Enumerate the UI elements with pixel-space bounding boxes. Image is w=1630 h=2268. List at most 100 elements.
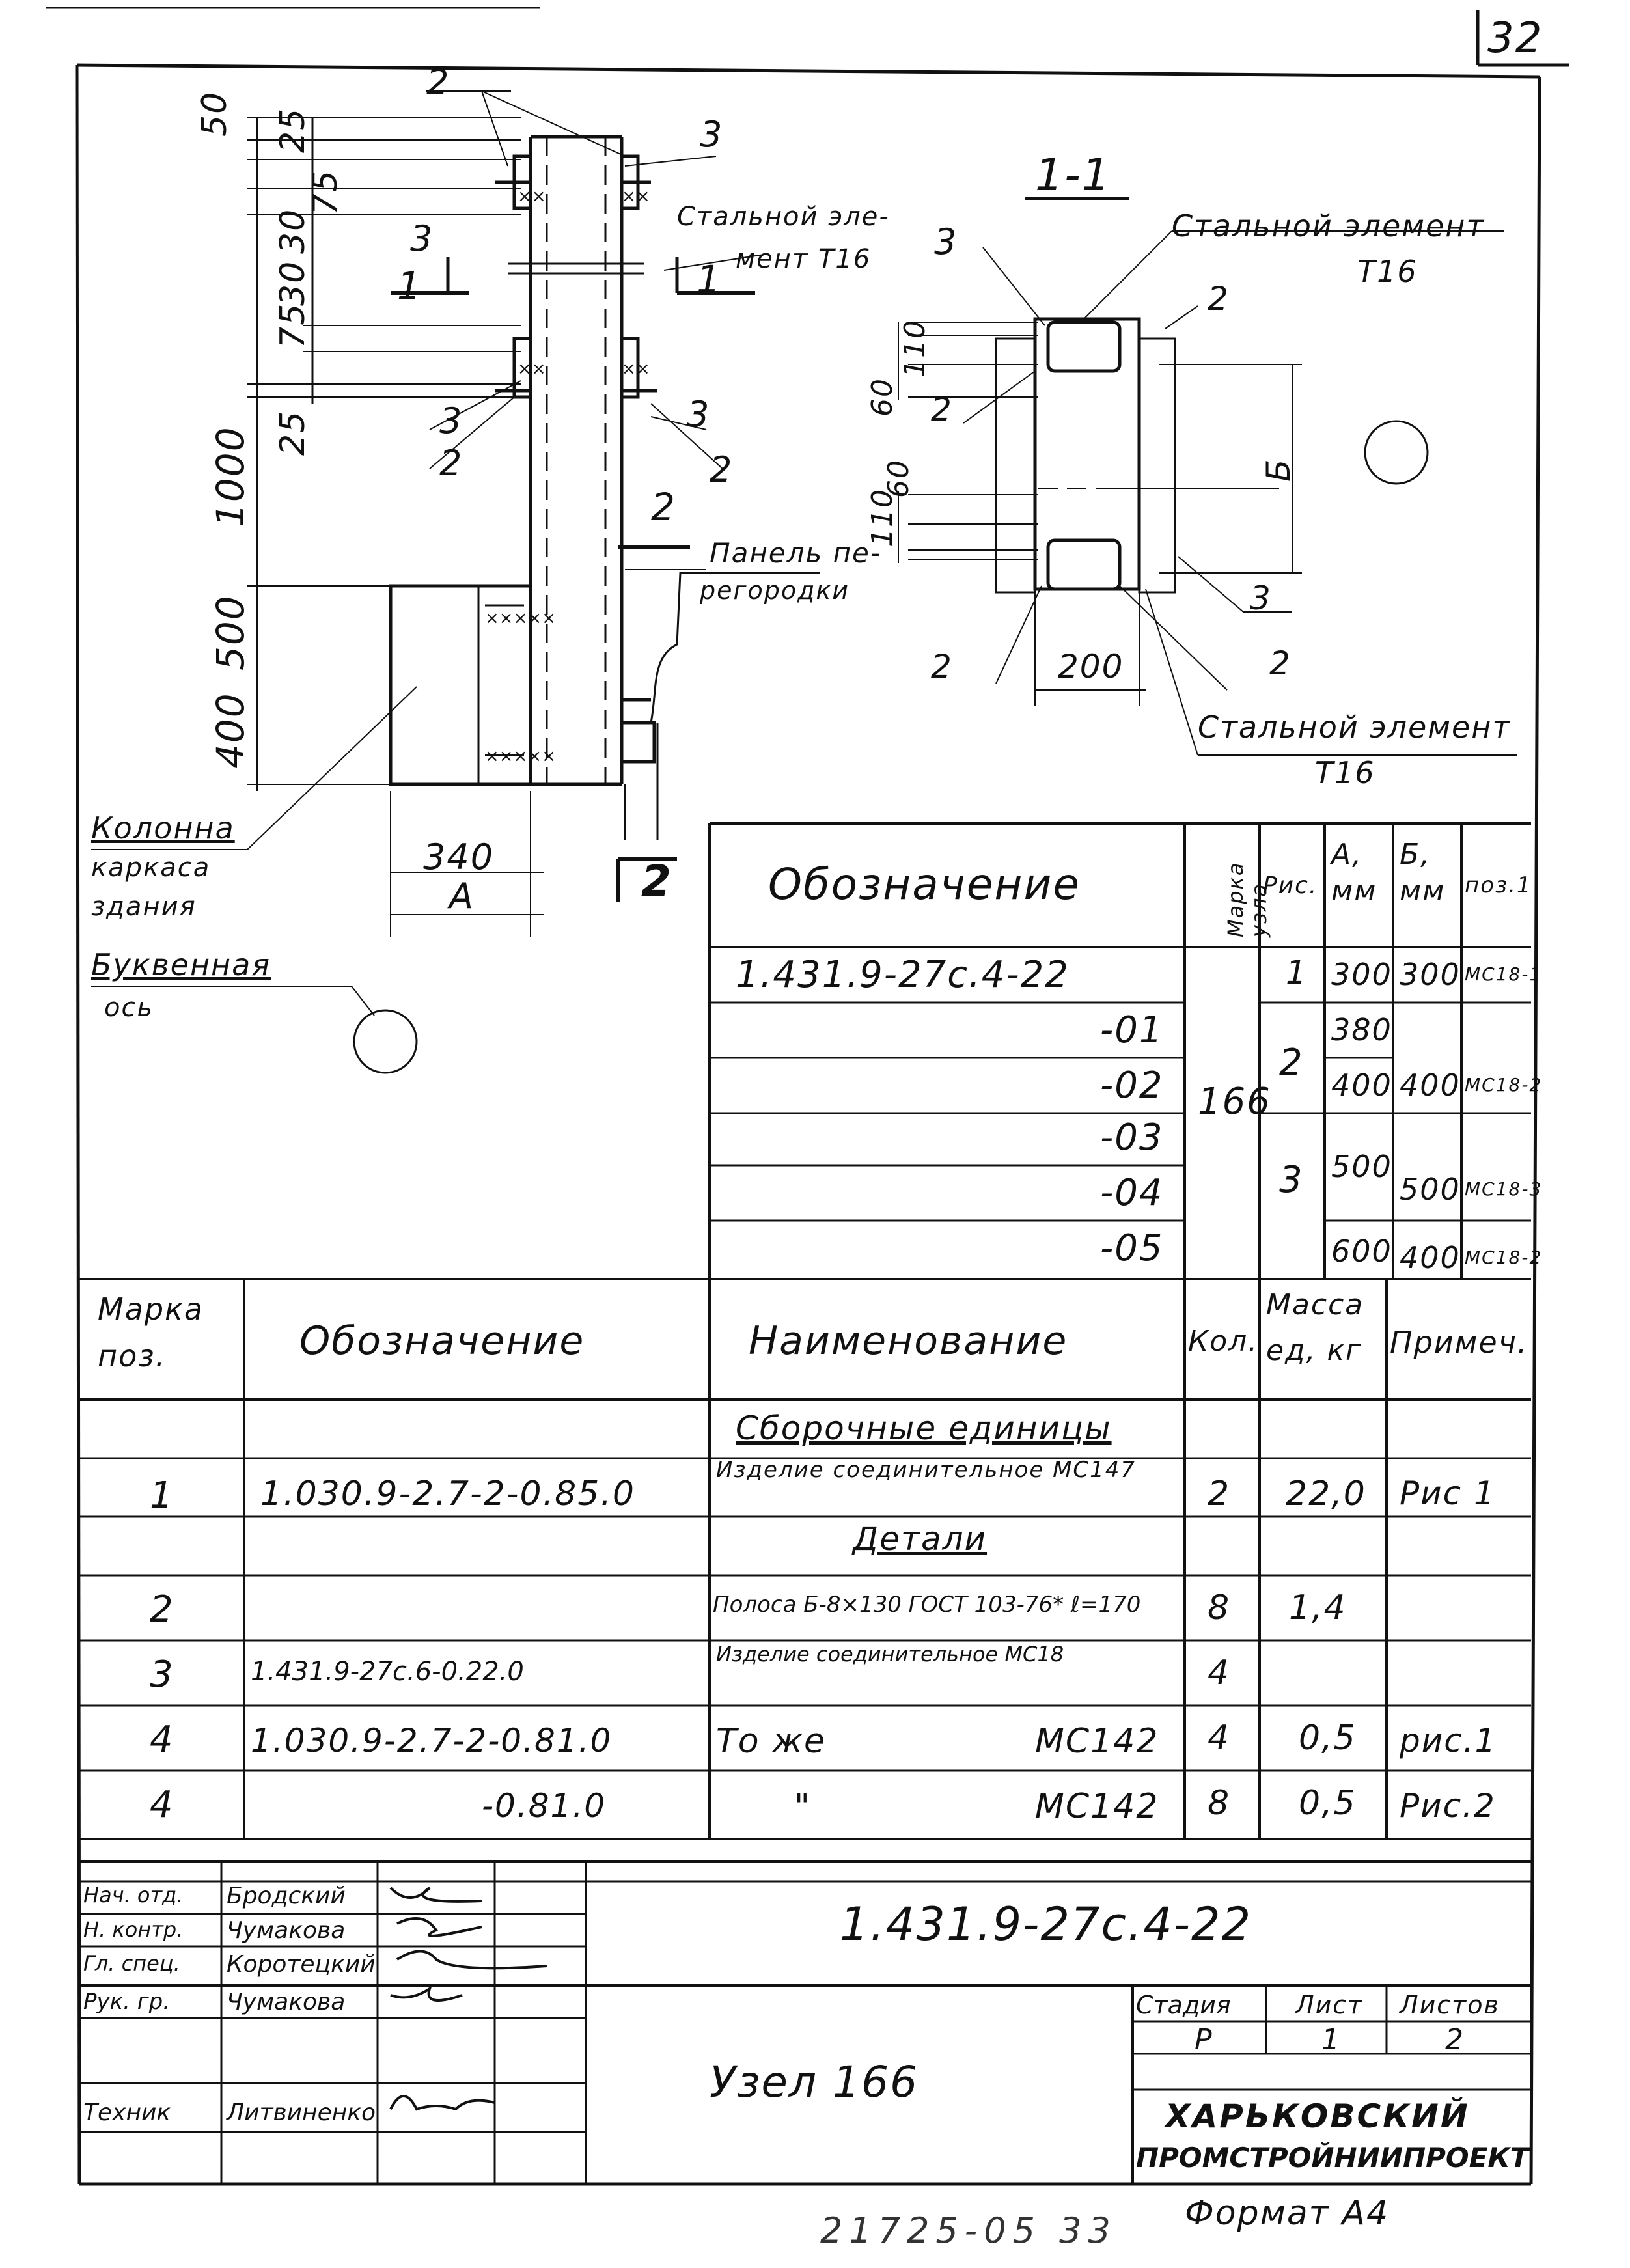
spec-section-assembly: Сборочные единицы [736,1409,1112,1447]
section-callout-2-left: 2 [931,391,953,428]
spec-row-0-qty: 2 [1208,1474,1231,1514]
person-5: Литвиненко [227,2099,376,2126]
spec-row-3-note: рис.1 [1400,1722,1497,1760]
axis-label-1: Буквенная [91,947,271,982]
section-callout-2-bottom: 2 [931,648,953,685]
role-2: Гл. спец. [83,1951,180,1976]
stage-label: Стадия [1136,1991,1231,2019]
variants-row-0-a: 300 [1331,957,1392,992]
role-3: Рук. гр. [83,1989,171,2015]
role-5: Техник [83,2099,171,2126]
variants-row-4-designation: -04 [1100,1172,1164,1214]
sheets-label: Листов [1400,1991,1500,2019]
variants-row-1-b: 400 [1400,1068,1461,1103]
svg-text:×××××: ××××× [485,609,556,628]
steel-element-label-bottom-2: Т16 [1315,755,1375,790]
section-dim-200: 200 [1058,648,1124,685]
spec-row-0-designation: 1.030.9-2.7-2-0.85.0 [260,1474,635,1514]
spec-row-4-name: " [794,1787,811,1826]
callout-3-section: 3 [934,221,958,262]
callout-3-mid-right: 3 [687,394,711,435]
spec-row-1-qty: 8 [1208,1588,1231,1627]
variants-row-3-designation: -03 [1100,1116,1164,1159]
steel-element-label-bottom-1: Стальной элемент [1198,710,1512,745]
steel-element-label-left-2: мент Т16 [736,244,872,274]
cut-1-right: 1 [697,257,722,301]
spec-row-3-pos: 4 [150,1719,174,1761]
variants-row-1-fig: 2 [1279,1042,1304,1084]
callout-2-mid-left: 2 [439,443,463,484]
spec-row-3-name2: МС142 [1035,1722,1159,1761]
doc-code: 1.431.9-27с.4-22 [840,1898,1252,1951]
variants-header-fig: Рис. [1263,872,1318,899]
variants-row-1-designation: -01 [1100,1009,1164,1051]
spec-row-3-qty: 4 [1208,1719,1231,1758]
panel-label-1: Панель пе- [710,537,882,569]
variants-row-5-pos1: МС18-2 [1465,1247,1543,1268]
svg-text:××: ×× [622,187,650,206]
variants-row-0-fig: 1 [1286,954,1308,991]
callout-3-mid-left: 3 [439,400,463,441]
spec-row-4-name2: МС142 [1035,1787,1159,1826]
spec-row-3-designation: 1.030.9-2.7-2-0.81.0 [251,1722,613,1760]
spec-header-mass: Масса ед, кг [1266,1288,1364,1367]
spec-row-2-pos: 3 [150,1653,174,1696]
variants-row-0-pos1: МС18-1 [1465,963,1543,985]
variants-row-0-designation: 1.431.9-27с.4-22 [736,954,1070,996]
spec-row-4-designation: -0.81.0 [482,1787,607,1825]
column-label-1: Колонна [91,810,235,846]
spec-header-pos: Марка поз. [98,1292,204,1374]
spec-row-4-note: Рис.2 [1400,1787,1496,1825]
person-2: Коротецкий [227,1951,376,1978]
spec-row-0-note: Рис 1 [1400,1474,1496,1512]
spec-row-4-pos: 4 [150,1784,174,1826]
inventory-number: 21725-05 33 [820,2210,1117,2251]
axis-label-2: ось [104,993,154,1023]
spec-row-4-qty: 8 [1208,1784,1231,1823]
callout-3-top: 3 [700,114,724,155]
variants-row-1-pos1: МС18-2 [1465,1074,1543,1096]
spec-row-1-pos: 2 [150,1588,174,1631]
section-callout-2-right: 2 [1269,644,1292,682]
spec-row-0-name: Изделие соединительное МС147 [716,1457,1137,1483]
panel-label-2: регородки [700,576,850,605]
variants-row-5-a: 600 [1331,1234,1392,1269]
cut-3-label: 3 [410,218,434,259]
variants-header-designation: Обозначение [768,859,1081,909]
svg-text:××: ×× [518,359,546,379]
svg-text:××: ×× [518,187,546,206]
steel-element-label-top-2: Т16 [1357,254,1418,289]
org-name-1: ХАРЬКОВСКИЙ [1165,2097,1470,2135]
sheets-value: 2 [1445,2023,1465,2056]
spec-row-2-name: Изделие соединительное МС18 [716,1642,1064,1666]
spec-row-0-pos: 1 [150,1474,174,1517]
variants-header-b: Б, мм [1400,838,1446,907]
variants-row-3-b: 500 [1400,1172,1461,1207]
spec-row-0-mass: 22,0 [1286,1474,1366,1514]
variants-row-3-a: 500 [1331,1149,1392,1184]
person-1: Чумакова [227,1917,346,1944]
spec-header-name: Наименование [749,1318,1068,1364]
spec-row-2-qty: 4 [1208,1653,1231,1693]
spec-row-3-mass: 0,5 [1299,1719,1357,1758]
variants-row-3-pos1: МС18-3 [1465,1178,1543,1200]
node-title: Узел 166 [710,2057,919,2107]
variants-row-5-designation: -05 [1100,1227,1164,1269]
variants-node-mark-value: 166 [1198,1081,1271,1123]
variants-header-a: А, мм [1331,838,1377,907]
cut-2-label-bottom: 2 [641,856,672,906]
sheet-value: 1 [1321,2023,1341,2056]
spec-header-note: Примеч. [1390,1325,1528,1360]
role-0: Нач. отд. [83,1883,184,1907]
steel-element-label-left-1: Стальной эле- [677,202,890,232]
steel-element-label-top-1: Стальной элемент [1172,208,1485,243]
dim-a: А [449,876,475,917]
variants-header-pos1: поз.1 [1465,872,1532,898]
spec-row-4-mass: 0,5 [1299,1784,1357,1823]
spec-row-1-name: Полоса Б-8×130 ГОСТ 103-76* ℓ=170 [713,1592,1141,1618]
variants-row-5-b: 400 [1400,1240,1461,1275]
spec-header-designation: Обозначение [299,1318,585,1364]
variants-row-0-b: 300 [1400,957,1461,992]
